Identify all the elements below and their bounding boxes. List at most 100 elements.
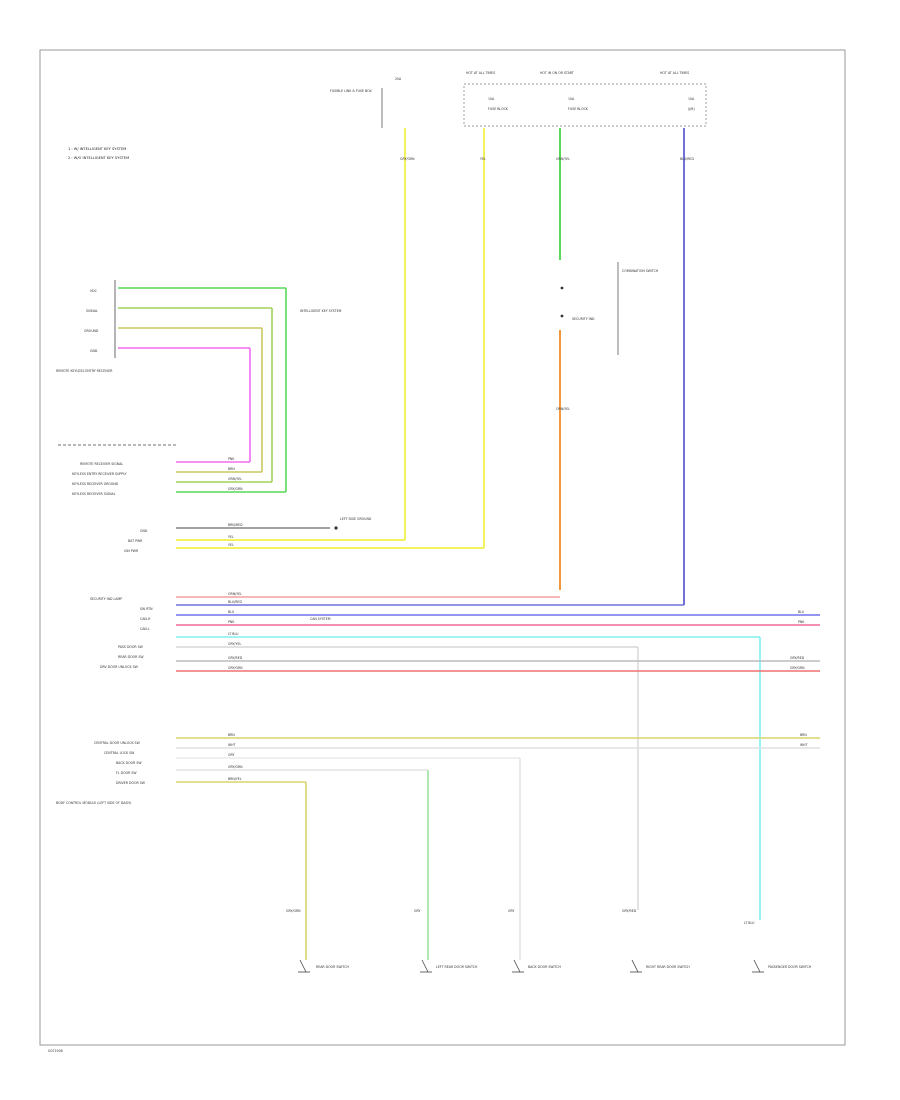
fuse-rating-2: 10A bbox=[568, 97, 575, 101]
door-switch-3: BACK DOOR SWITCH GRY bbox=[508, 909, 561, 973]
bcm3-label-3: CAN-H bbox=[140, 617, 151, 621]
door-switch-2-name: LEFT REAR DOOR SWITCH bbox=[436, 965, 478, 969]
bcm3-wire-5: LT BLU bbox=[228, 632, 239, 636]
bcm4-label-5: DRIVER DOOR SW bbox=[116, 781, 146, 785]
bcm4-wire-4: GRY/GRN bbox=[228, 765, 243, 769]
door-switch-5: PASSENGER DOOR SWITCH LT BLU bbox=[744, 921, 812, 973]
bcm2-label-3: IGN PWR bbox=[124, 549, 139, 553]
vwire-label-3: GRN/YEL bbox=[556, 157, 570, 161]
bcm4-wire-1: BRN bbox=[228, 733, 235, 737]
door-switch-1-wire: GRY/GRN bbox=[286, 909, 301, 913]
bcm4-right-1: BRN bbox=[800, 733, 807, 737]
bcm-group4: CENTRAL DOOR UNLOCK SW CENTRAL LOCK SW B… bbox=[56, 733, 820, 960]
note-1: 1 : W/ INTELLIGENT KEY SYSTEM bbox=[68, 147, 126, 151]
bcm3-wire-7: GRY/RED bbox=[228, 656, 243, 660]
ground-node bbox=[334, 526, 338, 530]
diagram-frame bbox=[39, 49, 846, 1046]
fuse-id-1: FUSE BLOCK bbox=[488, 107, 509, 111]
door-switch-4-wire: GRY/RED bbox=[622, 909, 637, 913]
bcm3-label-1: SECURITY IND LAMP bbox=[90, 597, 122, 601]
bcm4-label-2: CENTRAL LOCK SW bbox=[104, 751, 135, 755]
door-switch-3-name: BACK DOOR SWITCH bbox=[528, 965, 561, 969]
bcm3-wire-3: BLU bbox=[228, 610, 235, 614]
bcm1-wire-4: GRY/GRN bbox=[228, 487, 243, 491]
door-switch-1-name: REAR DOOR SWITCH bbox=[316, 965, 349, 969]
bcm3-wire-4: PNK bbox=[228, 620, 235, 624]
vertical-wires bbox=[404, 128, 685, 605]
fuse-box-label-3: HOT AT ALL TIMES bbox=[660, 71, 689, 75]
bcm3-right-4: GRY/GRN bbox=[790, 666, 805, 670]
fuse-rating-1: 10A bbox=[488, 97, 495, 101]
bcm2-wire-2: YEL bbox=[228, 535, 234, 539]
bcm1-label-4: KEYLESS RECEIVER SIGNAL bbox=[72, 492, 116, 496]
door-switches: REAR DOOR SWITCH GRY/GRN LEFT REAR DOOR … bbox=[286, 909, 812, 973]
note-2: 2 : W/O INTELLIGENT KEY SYSTEM bbox=[68, 156, 129, 160]
bcm1-wire-1: PNK bbox=[228, 457, 235, 461]
bcm3-label-4: CAN-L bbox=[140, 627, 150, 631]
fuse-rating-3: 10A bbox=[688, 97, 695, 101]
bcm4-wire-5: BRN/YEL bbox=[228, 777, 242, 781]
door-switch-5-wire: LT BLU bbox=[744, 921, 755, 925]
bcm2-label-1: GND bbox=[140, 529, 148, 533]
bcm1-label-2: KEYLESS ENTRY RECEIVER SUPPLY bbox=[72, 472, 127, 476]
receiver-target: INTELLIGENT KEY SYSTEM bbox=[300, 309, 342, 313]
bcm1-wire-2: BRN bbox=[228, 467, 235, 471]
vwire-label-4: BLU/RED bbox=[680, 157, 694, 161]
bcm4-right-2: WHT bbox=[800, 743, 808, 747]
bcm4-label-3: BACK DOOR SW bbox=[116, 761, 142, 765]
bcm1-wire-3: GRN/YEL bbox=[228, 477, 242, 481]
bcm1-label-3: KEYLESS RECEIVER GROUND bbox=[72, 482, 119, 486]
bcm4-label-1: CENTRAL DOOR UNLOCK SW bbox=[94, 741, 141, 745]
remote-receiver: VDC SIGNAL GROUND GND REMOTE KEYLESS ENT… bbox=[56, 280, 342, 492]
bcm4-module-label: BODY CONTROL MODULE (LEFT SIDE OF DASH) bbox=[56, 801, 131, 805]
receiver-pin-2: SIGNAL bbox=[86, 309, 98, 313]
bcm-group1: REMOTE RECEIVER SIGNAL KEYLESS ENTRY REC… bbox=[58, 444, 286, 496]
bcm3-right-2: PNK bbox=[798, 620, 805, 624]
bcm-group2: GND BAT PWR IGN PWR BRN/RED YEL YEL LEFT… bbox=[124, 517, 484, 553]
fuse-id-3: (J/B) bbox=[688, 107, 695, 111]
door-switch-1: REAR DOOR SWITCH GRY/GRN bbox=[286, 909, 349, 973]
bcm2-label-2: BAT PWR bbox=[128, 539, 143, 543]
receiver-pin-3: GROUND bbox=[84, 329, 99, 333]
bcm2-wire-1: BRN/RED bbox=[228, 523, 243, 527]
bcm3-wire-8: GRY/GRN bbox=[228, 666, 243, 670]
bcm3-wire-2: BLU/RED bbox=[228, 600, 242, 604]
receiver-pin-1: VDC bbox=[90, 289, 98, 293]
door-switch-4: RIGHT REAR DOOR SWITCH GRY/RED bbox=[622, 909, 690, 973]
vwire-label-2: YEL bbox=[480, 157, 486, 161]
vwire-label-1: GRY/GRN bbox=[400, 157, 415, 161]
bcm4-label-4: FL DOOR SW bbox=[116, 771, 137, 775]
door-switch-4-name: RIGHT REAR DOOR SWITCH bbox=[646, 965, 690, 969]
bcm2-wire-3: YEL bbox=[228, 543, 234, 547]
bcm3-label-6: REAR DOOR SW bbox=[118, 655, 144, 659]
bcm3-right-3: GRY/RED bbox=[790, 656, 805, 660]
bcm3-right-1: BLU bbox=[798, 610, 805, 614]
fuse-block-area: FUSIBLE LINK & FUSE BOX 20A HOT AT ALL T… bbox=[330, 71, 707, 128]
bcm4-wire-2: WHT bbox=[228, 743, 236, 747]
bcm1-label-1: REMOTE RECEIVER SIGNAL bbox=[80, 462, 123, 466]
security-ind-node bbox=[560, 314, 564, 318]
fuse-block-label: FUSIBLE LINK & FUSE BOX bbox=[330, 89, 372, 93]
vertical-wire-labels: GRY/GRN YEL GRN/YEL BLU/RED ORN/YEL bbox=[400, 157, 694, 411]
bcm4-wire-3: GRY bbox=[228, 753, 234, 757]
fuse-20a-label: 20A bbox=[395, 77, 402, 81]
bcm3-label-2: SW RTN bbox=[140, 607, 153, 611]
bcm3-wire-1: ORN/YEL bbox=[228, 592, 242, 596]
door-switch-2: LEFT REAR DOOR SWITCH GRY bbox=[414, 909, 478, 973]
fuse-id-2: FUSE BLOCK bbox=[568, 107, 589, 111]
fuse-box-label-1: HOT AT ALL TIMES bbox=[466, 71, 495, 75]
bcm-group3: SECURITY IND LAMP SW RTN CAN-H CAN-L PAS… bbox=[90, 592, 820, 920]
bcm3-wire-6: GRY/YEL bbox=[228, 642, 241, 646]
vwire-label-5: ORN/YEL bbox=[556, 407, 570, 411]
bcm3-label-7: DRV DOOR UNLOCK SW bbox=[100, 665, 139, 669]
can-system-label: CAN SYSTEM bbox=[310, 617, 331, 621]
combination-switch-node bbox=[560, 286, 564, 290]
receiver-title: REMOTE KEYLESS ENTRY RECEIVER bbox=[56, 369, 113, 373]
receiver-pin-4: GND bbox=[90, 349, 98, 353]
combination-switch-label: COMBINATION SWITCH bbox=[622, 269, 659, 273]
security-ind-label: SECURITY IND bbox=[572, 317, 595, 321]
fuse-box-label-2: HOT IN ON OR START bbox=[540, 71, 574, 75]
door-switch-3-wire: GRY bbox=[508, 909, 514, 913]
door-switch-2-wire: GRY bbox=[414, 909, 420, 913]
